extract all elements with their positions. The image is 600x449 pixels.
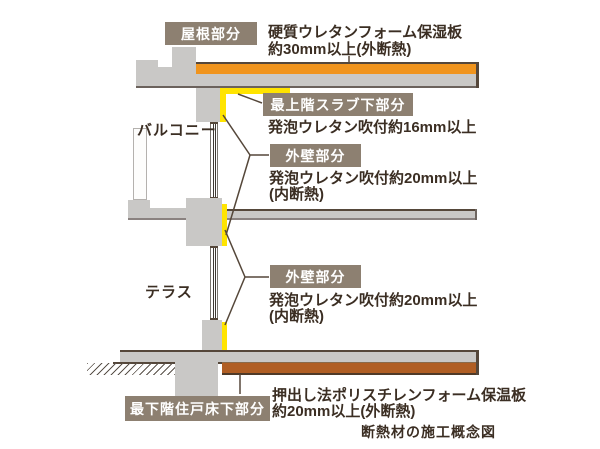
bottom-note-line1: 押出し法ポリスチレンフォーム保温板 [272,387,527,404]
label-roof-text: 屋根部分 [181,25,241,42]
label-wall-upper-text: 外壁部分 [285,147,346,164]
ground-hatch [87,363,175,375]
window-lower [210,246,218,320]
window-glass-line [213,248,214,318]
label-bottom-floor-text: 最下階住戸床下部分 [130,400,265,417]
label-bottom-floor: 最下階住戸床下部分 [125,396,270,421]
parapet-stem [172,47,196,86]
middle-slab-bottom-line [227,218,476,220]
spray-insulation-roof-vertical [220,88,226,122]
window-sill [210,318,218,320]
lower-wall-block [202,320,222,352]
ground-line [113,362,222,364]
top-slab-leader [237,93,263,104]
balcony-label: バルコニー [137,122,217,139]
window-frame-line [217,124,218,197]
diagram-caption: 断熱材の施工概念図 [361,424,496,440]
window-glass-line [215,248,216,318]
middle-slab-right-edge-cap [475,209,477,220]
bottom-right-edge-cap [476,350,479,375]
bottom-note-line2: 約20mm以上(外断熱) [272,403,416,420]
label-wall-upper: 外壁部分 [270,144,361,167]
balcony-slab [128,208,188,220]
bottom-slab-top-line [120,350,478,352]
window-glass-line [213,124,214,197]
window-frame-line [217,248,218,318]
label-top-slab-text: 最上階スラブ下部分 [270,96,406,113]
window-frame-line [210,248,211,318]
middle-slab-top-line [227,209,476,211]
wall-lower-note-line2: (内断熱) [269,308,324,325]
roof-insulation-board [196,64,476,74]
window-head [210,122,218,124]
window-frame-line [210,124,211,197]
balcony-railing-post [133,128,147,200]
window-head [210,246,218,248]
roof-slab [196,74,476,86]
wall-upper-note-line1: 発泡ウレタン吹付約20mm以上 [269,170,478,187]
wall-upper-note-line2: (内断熱) [269,186,324,203]
label-wall-lower-text: 外壁部分 [285,268,346,285]
window-glass-line [215,124,216,197]
underfloor-insulation-board [222,362,476,375]
bottom-floor-slab [120,352,476,362]
label-roof: 屋根部分 [165,22,257,45]
roof-slab-bottom-line [136,86,478,88]
wall-lower-leader [224,229,269,326]
roof-waterproof-line [196,62,478,64]
balcony-slab-bottom-line [128,218,188,220]
wall-lower-note-line1: 発泡ウレタン吹付約20mm以上 [269,292,478,309]
terrace-label: テラス [145,284,193,301]
middle-floor-slab [227,211,476,218]
foundation-pier [175,362,218,398]
middle-wall-block [186,198,222,246]
roof-column-head [196,88,220,122]
roof-note-line2: 約30mm以上(外断熱) [268,41,412,58]
spray-insulation-slab-horizontal [226,88,290,94]
spray-insulation-lower-wall [222,322,227,352]
label-top-slab: 最上階スラブ下部分 [263,93,413,116]
label-wall-lower: 外壁部分 [270,265,361,288]
roof-right-edge-cap [476,62,479,88]
top-slab-note: 発泡ウレタン吹付約16mm以上 [268,119,477,136]
roof-note-line1: 硬質ウレタンフォーム保湿板 [268,24,463,41]
